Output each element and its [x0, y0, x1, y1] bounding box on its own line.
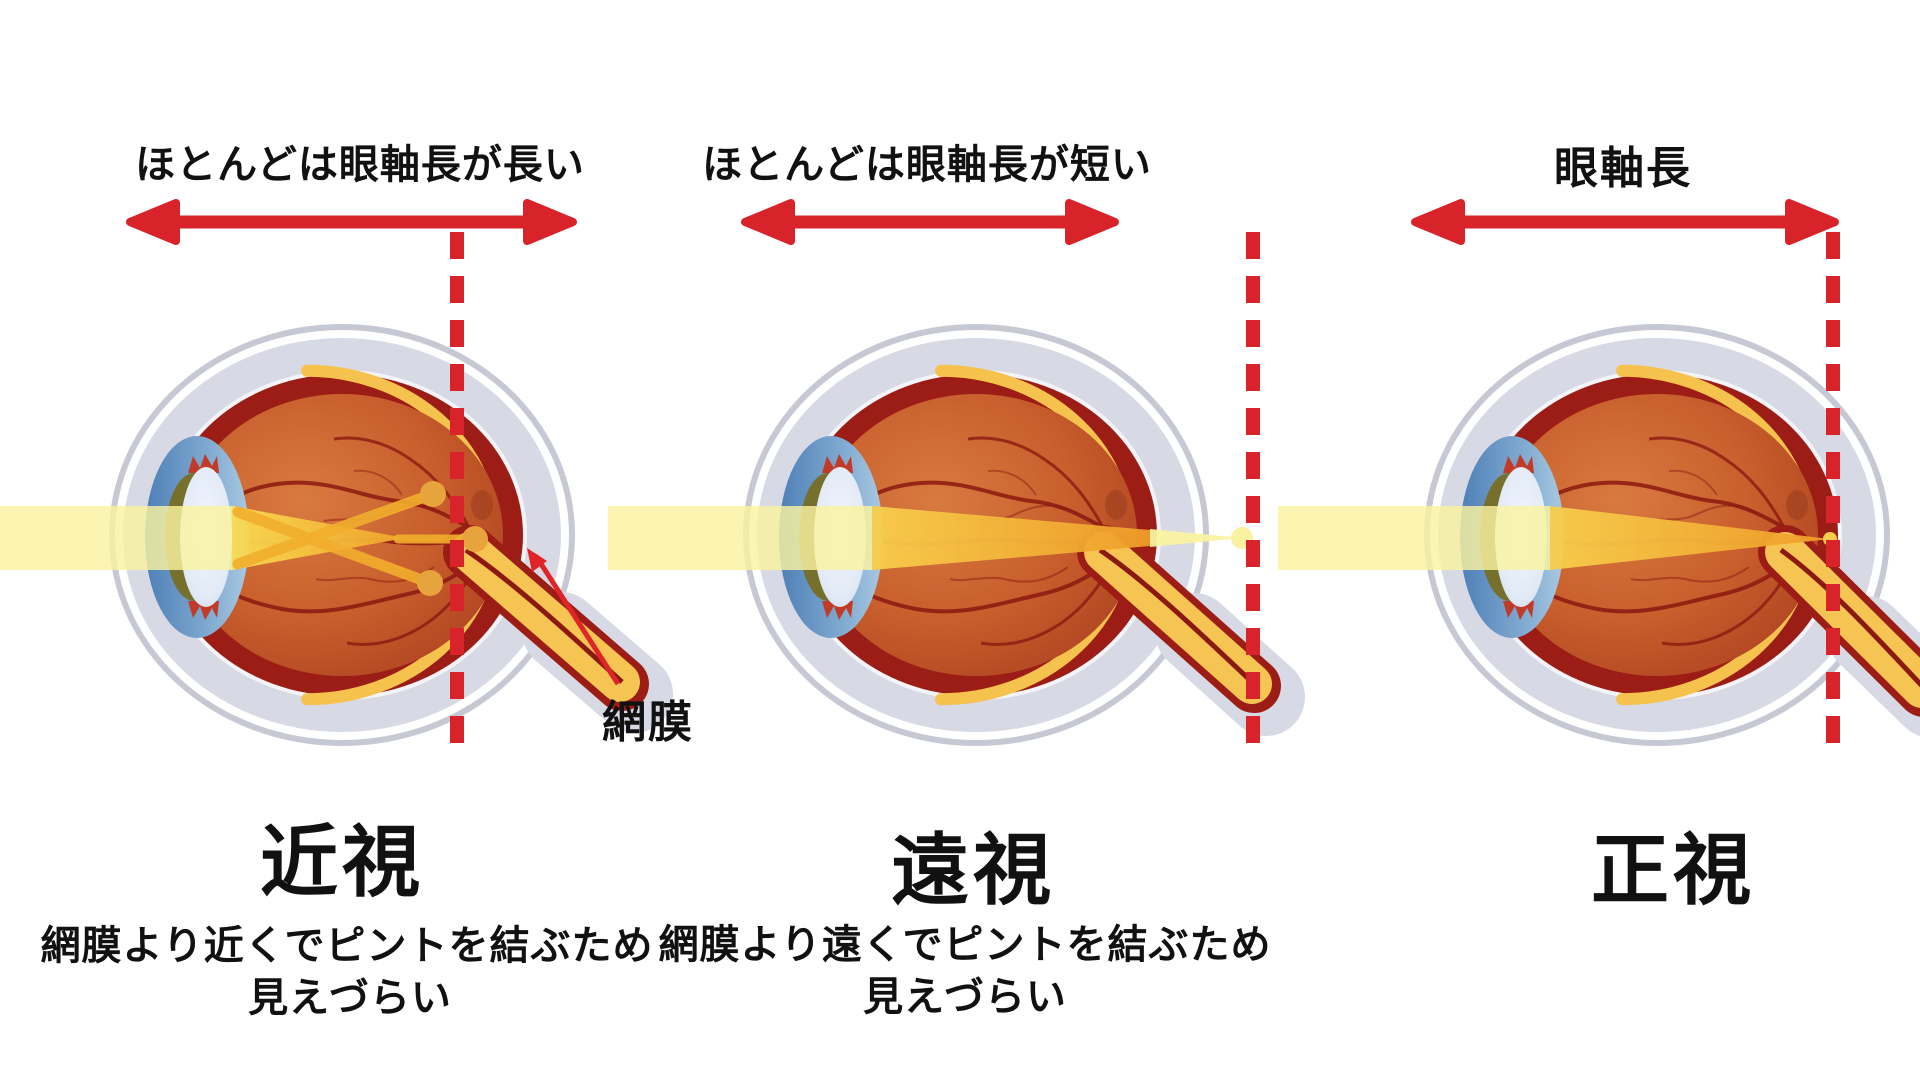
panel-title-emmetropia: 正視: [1590, 826, 1756, 917]
focus-rays-myopia: [232, 481, 488, 596]
top-label-myopia: ほとんどは眼軸長が長い: [135, 142, 585, 188]
light-beam-hyperopia: [608, 506, 872, 570]
retina-pointer-arrow: [527, 548, 621, 686]
panel-title-hyperopia: 遠視: [890, 826, 1056, 917]
top-label-hyperopia: ほとんどは眼軸長が短い: [702, 142, 1152, 188]
axial-length-arrow-emmetropia: [1411, 199, 1839, 245]
optic-nerve-emmetropia: [1758, 525, 1920, 736]
axial-length-arrow-myopia: [126, 199, 577, 245]
caption-myopia-line1: 網膜より近くでピントを結ぶため: [40, 923, 654, 969]
axial-length-arrow-hyperopia: [741, 199, 1119, 245]
caption-hyperopia-line1: 網膜より遠くでピントを結ぶため: [658, 922, 1272, 968]
panel-title-myopia: 近視: [259, 818, 425, 909]
light-beam-myopia: [0, 506, 235, 570]
caption-myopia-line2: 見えづらい: [248, 975, 452, 1021]
retina-label: 網膜: [602, 696, 694, 748]
caption-hyperopia-line2: 見えづらい: [863, 974, 1067, 1020]
optic-nerve-myopia: [443, 525, 673, 733]
top-label-emmetropia: 眼軸長: [1554, 142, 1692, 194]
light-beam-emmetropia: [1278, 506, 1550, 570]
